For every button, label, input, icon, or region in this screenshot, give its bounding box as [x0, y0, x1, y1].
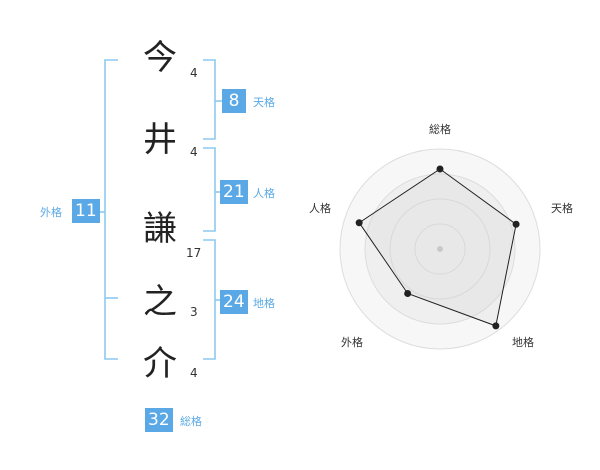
gai-bracket — [104, 59, 118, 360]
radar-point-4 — [404, 289, 412, 297]
ten-value-badge: 8 — [222, 89, 246, 113]
name-char-4: 之 — [143, 282, 177, 322]
radar-point-5 — [355, 219, 363, 227]
stroke-count-1: 4 — [190, 66, 198, 80]
stroke-count-5: 4 — [190, 366, 198, 380]
chi-value-badge: 24 — [220, 290, 248, 314]
jin-value-badge: 21 — [220, 180, 248, 204]
radar-label-ten: 天格 — [551, 202, 573, 215]
radar-label-jin: 人格 — [309, 202, 331, 215]
chi-label: 地格 — [253, 297, 275, 310]
ten-bracket — [203, 59, 216, 140]
name-char-5: 介 — [143, 344, 177, 384]
jin-label: 人格 — [253, 187, 275, 200]
gai-label: 外格 — [40, 206, 62, 219]
ten-label: 天格 — [253, 96, 275, 109]
name-char-3: 謙 — [143, 209, 177, 249]
radar-point-2 — [512, 220, 520, 228]
radar-point-3 — [492, 322, 500, 330]
jin-bracket — [203, 147, 216, 232]
gai-value-badge: 11 — [72, 199, 100, 223]
name-char-1: 今 — [143, 38, 177, 78]
radar-label-chi: 地格 — [512, 336, 534, 349]
stroke-count-3: 17 — [186, 246, 202, 260]
radar-point-1 — [436, 165, 444, 173]
stroke-count-2: 4 — [190, 145, 198, 159]
so-label: 総格 — [180, 415, 202, 428]
radar-label-gai: 外格 — [341, 336, 363, 349]
radar-center-dot — [437, 246, 443, 252]
stroke-count-4: 3 — [190, 305, 198, 319]
name-char-2: 井 — [143, 120, 177, 160]
radar-data-polygon — [358, 168, 517, 327]
so-value-badge: 32 — [145, 408, 173, 432]
radar-label-so: 総格 — [429, 123, 451, 136]
